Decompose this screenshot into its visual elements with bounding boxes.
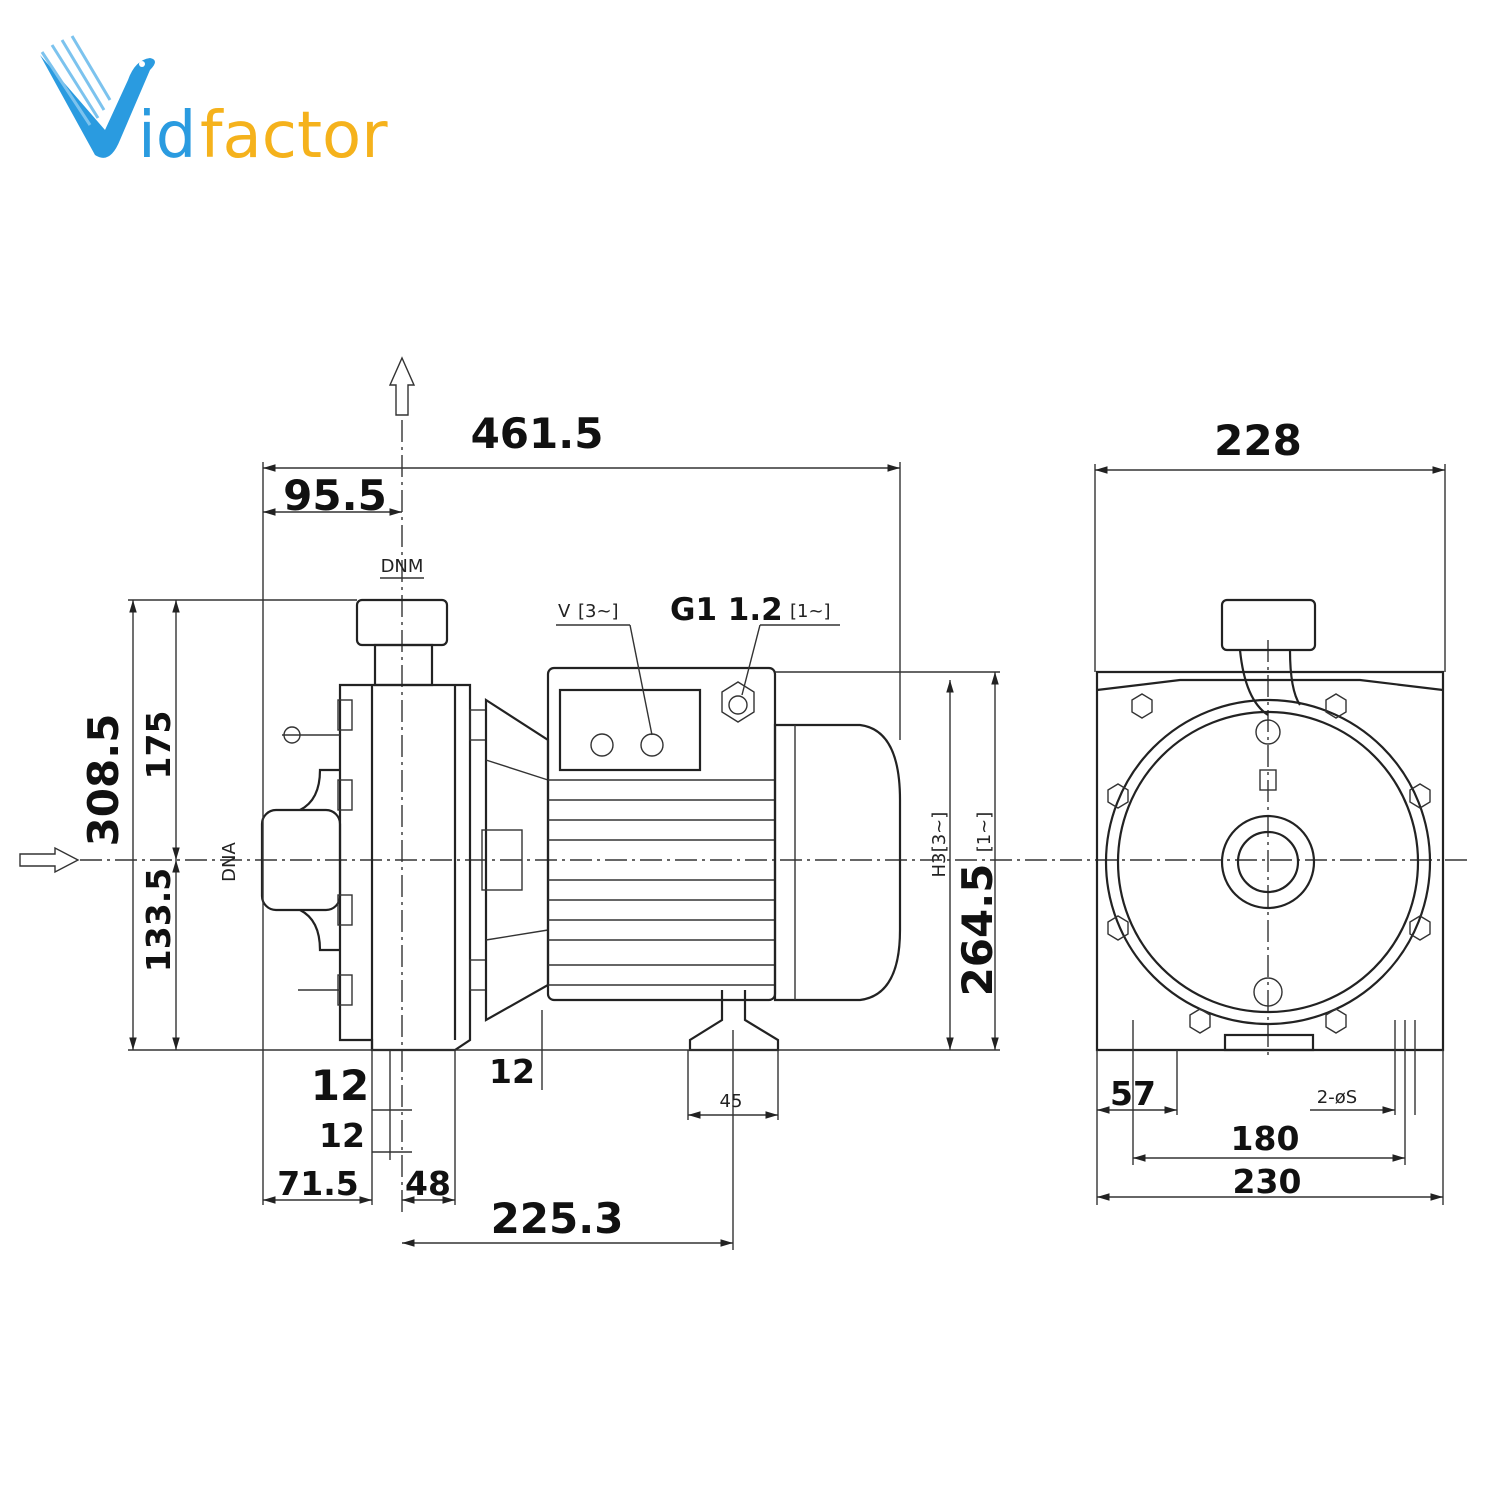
dim-45: 45 bbox=[720, 1091, 743, 1112]
v-tag: [3~] bbox=[578, 601, 619, 622]
logo-text-factor: factor bbox=[200, 99, 388, 173]
g-label: G1 1.2 bbox=[670, 592, 783, 628]
dim-180: 180 bbox=[1231, 1119, 1300, 1158]
logo-text-id: id bbox=[138, 99, 196, 173]
bird-icon bbox=[40, 35, 155, 158]
dim-225-3: 225.3 bbox=[491, 1194, 624, 1243]
dim-12-a: 12 bbox=[311, 1061, 369, 1110]
outlet-label: DNM bbox=[381, 556, 424, 577]
dim-lower-height: 133.5 bbox=[139, 868, 178, 972]
side-view: V [3~] G1 1.2 [1~] DNM DNA bbox=[19, 356, 1470, 1250]
outlet-arrow-icon bbox=[388, 356, 416, 416]
h3-1phase: [1~] bbox=[974, 812, 995, 853]
v-label: V bbox=[558, 601, 571, 622]
g-tag: [1~] bbox=[790, 601, 831, 622]
dim-71-5: 71.5 bbox=[277, 1164, 358, 1203]
dim-outlet-offset: 95.5 bbox=[283, 471, 387, 520]
dim-12-b: 12 bbox=[319, 1116, 365, 1155]
dim-57: 57 bbox=[1110, 1074, 1156, 1113]
inlet-label: DNA bbox=[219, 841, 240, 881]
h3-label: H3 bbox=[929, 853, 950, 878]
dim-12-c: 12 bbox=[489, 1052, 535, 1091]
h3-3phase: [3~] bbox=[929, 812, 950, 853]
vidfactor-logo: id factor bbox=[40, 35, 388, 173]
inlet-arrow-icon bbox=[19, 846, 80, 874]
hole-label: 2-øS bbox=[1317, 1087, 1357, 1108]
dim-upper-height: 175 bbox=[139, 711, 178, 780]
dim-230: 230 bbox=[1233, 1162, 1302, 1201]
dim-total-height: 308.5 bbox=[79, 714, 128, 847]
dim-width-top: 228 bbox=[1214, 416, 1302, 465]
dim-overall-length: 461.5 bbox=[471, 409, 604, 458]
dim-motor-height: 264.5 bbox=[953, 864, 1002, 997]
dim-48: 48 bbox=[405, 1164, 451, 1203]
front-view: 228 57 2-øS 180 230 bbox=[1094, 416, 1446, 1205]
